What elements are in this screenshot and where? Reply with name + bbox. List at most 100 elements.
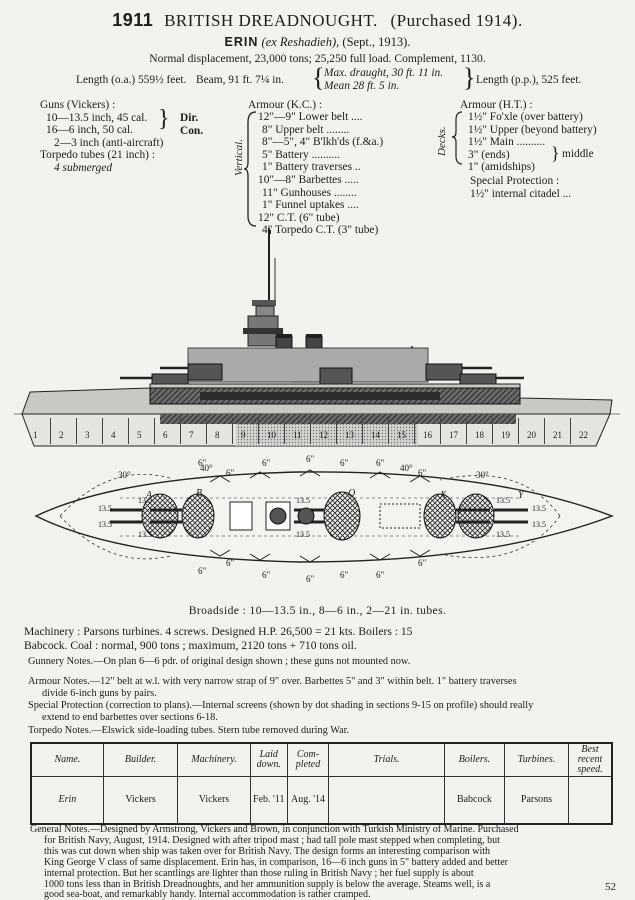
con-label: Con. [180,124,204,137]
ship-name-line: ERIN (ex Reshadieh), (Sept., 1913). [0,35,635,50]
general-note-line: this was cut down when ship was taken ov… [44,845,491,857]
armour-item: 8" Upper belt ........ [262,123,350,136]
armour-notes: Armour Notes.—12" belt at w.l. with very… [28,676,610,699]
armour-ht-item: 1½" Main .......... [468,136,546,149]
armour-item: 5" Battery .......... [262,148,341,161]
section-divider [388,418,389,444]
gun-label: 6" [340,570,349,580]
general-note-line: good sea-boat, and remarkably handy. Int… [44,889,371,900]
section-divider [102,418,103,444]
table-header-cell: Builder. [102,742,179,777]
decks-label: Decks. [436,126,448,156]
torpedo-detail: 4 submerged [54,161,113,174]
arc-label: 30° [118,470,131,480]
armour-item: 4" Torpedo C.T. (3" tube) [262,224,379,237]
section-divider [440,418,441,444]
page-title: 1911 BRITISH DREADNOUGHT. (Purchased 191… [0,10,635,31]
section-number: 4 [111,430,116,440]
special-item: 1½" internal citadel ... [470,187,572,200]
section-number: 21 [553,430,562,440]
draught-brace: { [312,63,325,92]
armour-item: 10"—8" Barbettes ..... [258,173,359,186]
armour-note-line: Armour Notes.—12" belt at w.l. with very… [28,676,517,687]
cal-label: 13.5 [532,504,546,513]
dir-con: Dir. Con. [180,112,203,137]
ship-name: ERIN [224,35,259,49]
section-number: 1 [33,430,38,440]
table-header-cell: Boilers. [443,742,505,777]
middle-brace: } [551,143,560,163]
section-number: 15 [397,430,406,440]
table-header-cell: Laid down. [249,742,288,777]
section-divider [414,418,415,444]
table-cell: Vickers [102,776,179,824]
armour-ht-item: 3" (ends) [468,148,510,161]
gun-label: 6" [198,566,207,576]
armour-item: 12"—9" Lower belt .... [258,111,363,123]
section-divider [206,418,207,444]
cal-label: 13.5 [496,530,510,539]
gunnery-notes: Gunnery Notes.—On plan 6—6 pdr. of origi… [28,656,411,667]
table-header-cell: Best recent speed. [568,742,613,777]
machinery-line: Machinery : Parsons turbines. 4 screws. … [24,625,413,638]
armour-kc-brace [244,111,257,227]
section-number: 22 [579,430,588,440]
table-header-cell: Machinery. [177,742,251,777]
max-draught: Max. draught, 30 ft. 11 in. [324,67,444,79]
table-header-cell: Com- pleted [286,742,330,777]
table-cell: Aug. '14 [286,776,330,824]
cal-label: 13.5 [296,530,310,539]
arc-label: 30° [476,470,489,480]
section-number: 18 [475,430,484,440]
section-divider [570,418,571,444]
decks-brace [452,111,463,165]
table-header-cell: Turbines. [503,742,570,777]
turret-letter: B [196,488,203,499]
armour-item: 1" Funnel uptakes .... [262,199,359,212]
section-number: 7 [189,430,194,440]
armour-item: 1" Battery traverses .. [262,161,361,174]
table-header-row: Name. Builder. Machinery. Laid down. Com… [30,742,613,777]
turret-letter: Q [348,488,356,499]
general-note-line: for British Navy, August, 1914. Designed… [44,834,500,846]
section-number: 3 [85,430,90,440]
section-number: 8 [215,430,220,440]
armour-ht-item: 1½" Upper (beyond battery) [468,123,597,136]
section-number: 14 [371,430,380,440]
section-number: 11 [293,430,302,440]
section-number: 16 [423,430,432,440]
special-notes: Special Protection (correction to plans)… [28,700,610,723]
gun-label: 6" [418,468,427,478]
section-number: 9 [241,430,246,440]
armour-ht-item: 1½" Fo'xle (over battery) [468,111,583,123]
cal-label: 13.5 [98,504,112,513]
ship-alias: (ex Reshadieh), [261,35,340,49]
ship-date: (Sept., 1913). [342,35,411,49]
section-divider [154,418,155,444]
table-cell [328,776,445,824]
gun-label: 6" [262,458,271,468]
gun-label: 6" [340,458,349,468]
plan-labels: 30° 40° 40° 30° A B Q X Y 13.5 13.5 13.5… [0,454,635,603]
table-cell: Parsons [503,776,570,824]
section-number: 5 [137,430,142,440]
section-number: 20 [527,430,536,440]
section-divider [284,418,285,444]
table-cell [568,776,613,824]
section-divider [362,418,363,444]
section-divider [310,418,311,444]
title-purchased: (Purchased 1914). [390,11,523,30]
turret-letter: X [440,490,447,501]
gun-item: 10—13.5 inch, 45 cal. [46,111,148,124]
gun-label: 6" [226,468,235,478]
special-protection: Special Protection : 1½" internal citade… [470,175,571,200]
gun-item: 2—3 inch (anti-aircraft) [54,136,164,149]
cal-label: 13.5 [532,520,546,529]
length-pp: Length (p.p.), 525 feet. [476,74,582,86]
general-notes: General Notes.—Designed by Armstrong, Vi… [30,824,620,900]
armour-ht-item: 1" (amidships) [468,161,535,174]
table-header-cell: Name. [30,742,104,777]
gun-label: 6" [226,558,235,568]
armour-item: 12" C.T. (6" tube) [258,211,340,224]
